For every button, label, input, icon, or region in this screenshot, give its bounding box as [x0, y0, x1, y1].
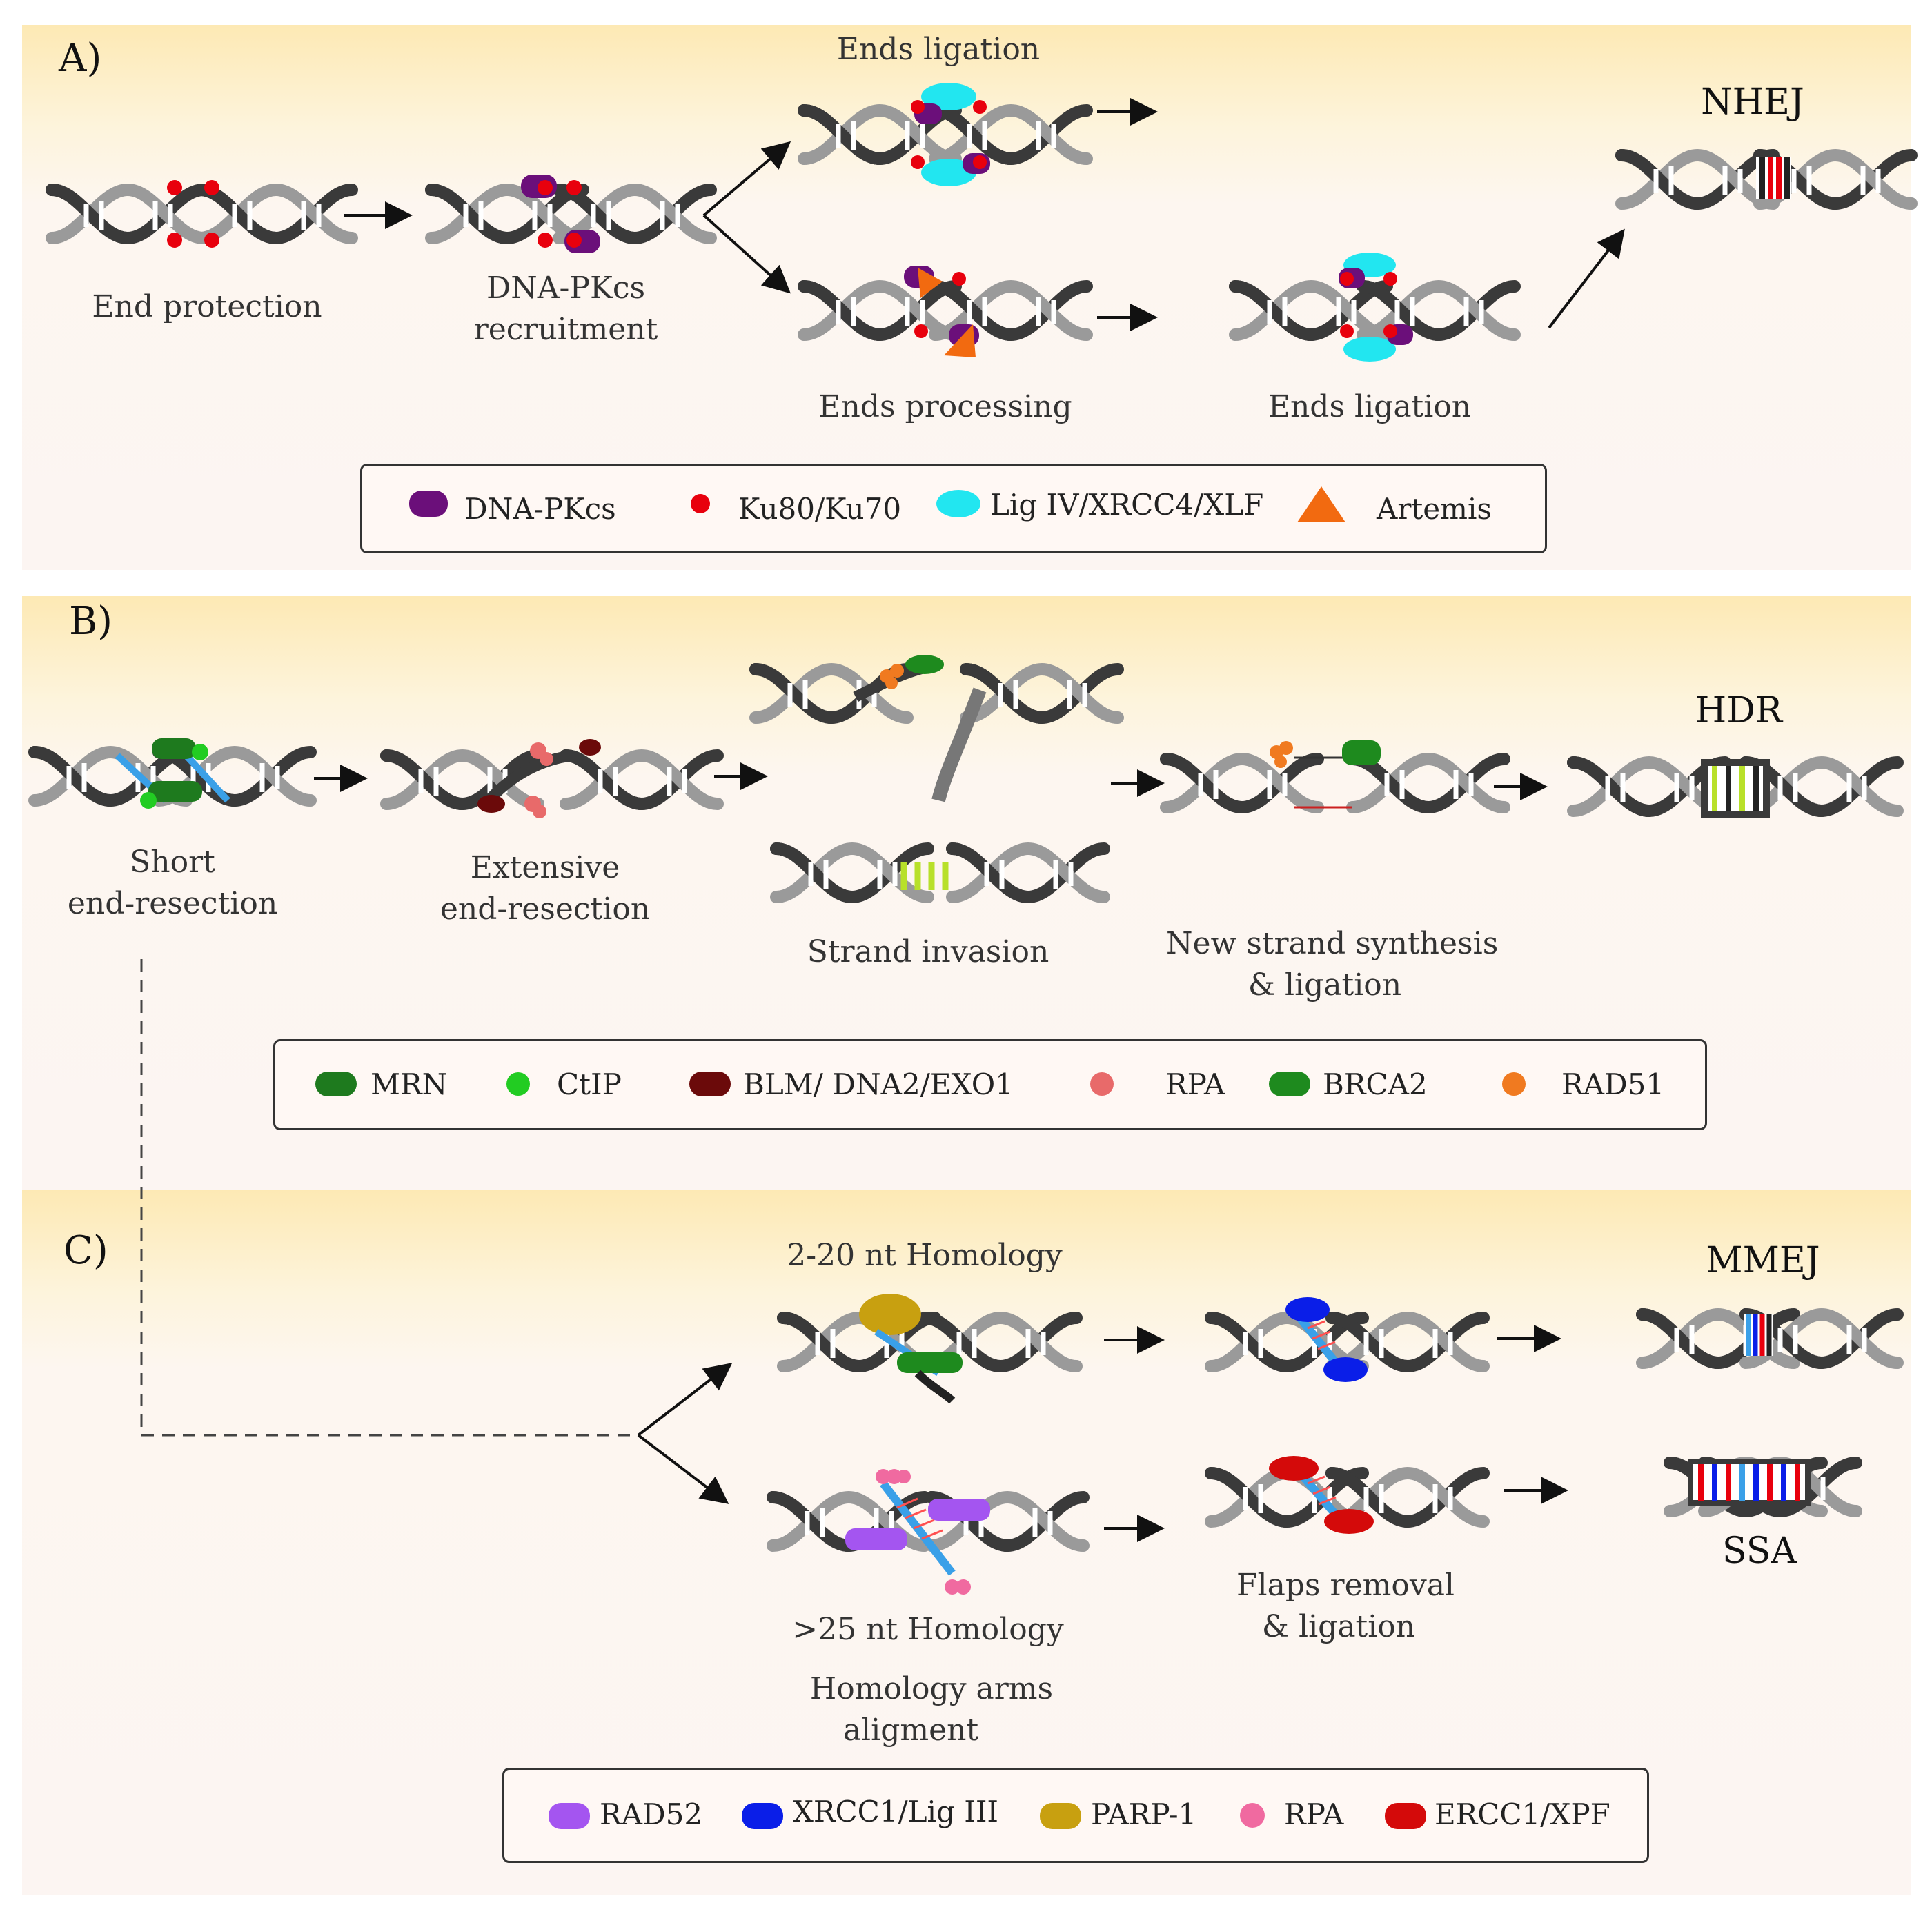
legend-c-item-2: XRCC1/Lig III: [793, 1795, 998, 1828]
legend-a-item-1: DNA-PKcs: [464, 492, 616, 526]
swatch-parp1: [1040, 1803, 1081, 1829]
legend-panel-c: RAD52 XRCC1/Lig III PARP-1 RPA ERCC1/XPF: [502, 1768, 1649, 1863]
legend-b-item-1: MRN: [371, 1067, 448, 1101]
step-new-strand-synthesis-line1: New strand synthesis: [1166, 926, 1499, 961]
swatch-ercc1: [1385, 1803, 1426, 1829]
legend-b-item-5: BRCA2: [1323, 1067, 1428, 1101]
step-extensive-resection-line1: Extensive: [470, 850, 620, 885]
swatch-lig-iv: [936, 490, 980, 517]
panel-b-art: [34, 655, 1897, 1437]
legend-a-item-4: Artemis: [1377, 492, 1492, 526]
legend-a-swatches: [409, 486, 1346, 522]
legend-b-item-3: BLM/ DNA2/EXO1: [743, 1067, 1014, 1101]
result-nhej: NHEJ: [1701, 81, 1804, 123]
result-ssa: SSA: [1722, 1530, 1797, 1572]
swatch-rad51: [1502, 1072, 1526, 1096]
step-end-protection: End protection: [92, 289, 322, 324]
legend-a-item-2: Ku80/Ku70: [738, 492, 902, 526]
step-homology-arms-line2: aligment: [842, 1713, 979, 1748]
legend-b-item-6: RAD51: [1561, 1067, 1665, 1101]
step-ends-ligation-bottom: Ends ligation: [1268, 389, 1472, 424]
legend-b-item-4: RPA: [1165, 1067, 1225, 1101]
legend-panel-a: DNA-PKcs Ku80/Ku70 Lig IV/XRCC4/XLF Arte…: [360, 464, 1547, 553]
panel-c-art: [637, 1294, 1897, 1595]
step-strand-invasion: Strand invasion: [807, 934, 1049, 969]
swatch-xrcc1: [742, 1803, 783, 1829]
step-new-strand-synthesis-line2: & ligation: [1248, 967, 1402, 1003]
result-hdr: HDR: [1695, 690, 1783, 731]
step-flaps-removal-line2: & ligation: [1261, 1609, 1416, 1644]
step-flaps-removal-line1: Flaps removal: [1236, 1568, 1455, 1603]
legend-c-item-3: PARP-1: [1091, 1797, 1197, 1831]
step-short-resection-line2: end-resection: [67, 886, 278, 921]
panel-a-label: A): [59, 36, 102, 81]
swatch-rad52: [549, 1803, 590, 1829]
swatch-ku: [691, 494, 710, 513]
step-homology-short: 2-20 nt Homology: [787, 1238, 1063, 1273]
legend-c-item-4: RPA: [1284, 1797, 1344, 1831]
panel-b-label: B): [69, 599, 112, 644]
step-dnapkcs-recruitment-line2: recruitment: [473, 312, 658, 347]
swatch-rpa: [1090, 1072, 1114, 1096]
step-homology-arms-line1: Homology arms: [809, 1671, 1054, 1706]
legend-c-swatches: [549, 1803, 1426, 1829]
legend-c-item-5: ERCC1/XPF: [1435, 1797, 1610, 1831]
legend-panel-b: MRN CtIP BLM/ DNA2/EXO1 RPA BRCA2 RAD51: [273, 1039, 1707, 1130]
step-ends-ligation-top: Ends ligation: [836, 32, 1041, 67]
swatch-dnapkcs: [409, 491, 448, 517]
swatch-brca2: [1269, 1072, 1310, 1096]
legend-c-item-1: RAD52: [600, 1797, 703, 1831]
result-mmej: MMEJ: [1706, 1240, 1820, 1281]
swatch-blm: [689, 1072, 731, 1096]
step-ends-processing: Ends processing: [818, 389, 1072, 424]
step-short-resection-line1: Short: [130, 845, 215, 880]
legend-a-item-3: Lig IV/XRCC4/XLF: [990, 488, 1264, 522]
step-extensive-resection-line2: end-resection: [440, 891, 651, 927]
legend-b-swatches: [315, 1072, 1526, 1096]
step-dnapkcs-recruitment-line1: DNA-PKcs: [486, 270, 646, 306]
step-homology-long: >25 nt Homology: [792, 1612, 1064, 1647]
swatch-mrn: [315, 1072, 357, 1096]
swatch-rpa-c: [1240, 1803, 1265, 1828]
swatch-ctip: [506, 1072, 530, 1096]
swatch-artemis: [1297, 486, 1346, 522]
legend-b-item-2: CtIP: [557, 1067, 622, 1101]
panel-c-label: C): [63, 1228, 108, 1273]
panel-a-art: [52, 83, 1911, 362]
